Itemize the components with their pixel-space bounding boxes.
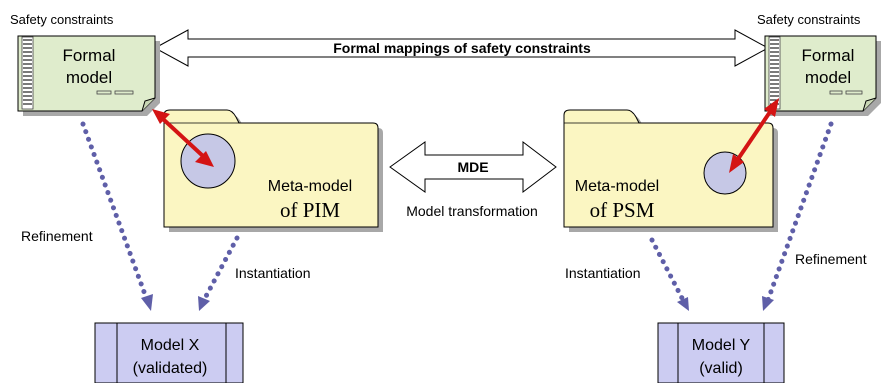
model-y-line1: Model Y [692,337,751,354]
right-safety-constraints-label: Safety constraints [757,12,861,27]
left-formal-model-note [17,35,160,116]
model-x-line2: (validated) [133,360,208,377]
left-refinement-label: Refinement [21,228,93,244]
left-red-link-arrow [152,109,214,167]
left-spiral-binding [21,36,34,110]
right-formal-model-line2: model [805,68,851,87]
psm-meta-model-line1: Meta-model [575,178,659,195]
right-instantiation-arrow [649,237,689,311]
model-y-line2: (valid) [699,360,743,377]
psm-meta-model-line2: of PSM [590,198,655,222]
model-x-box [94,322,244,383]
right-refinement-arrow [762,121,834,311]
right-spiral-binding [768,36,781,110]
mde-label: MDE [457,159,488,175]
left-formal-model-line1: Formal [63,46,116,65]
right-formal-model-line1: Formal [802,46,855,65]
left-instantiation-label: Instantiation [235,265,311,281]
pim-meta-model-line1: Meta-model [268,178,352,195]
pim-meta-model-folder [163,109,383,232]
formal-mappings-label: Formal mappings of safety constraints [333,40,591,56]
pim-meta-model-line2: of PIM [280,198,340,222]
mde-transformation-arrow [389,140,557,194]
psm-meta-model-folder [563,109,778,232]
right-red-link-arrow [729,98,779,173]
left-instantiation-arrow [198,235,240,311]
left-formal-model-line2: model [66,68,112,87]
right-formal-model-note [764,35,881,116]
model-x-line1: Model X [141,337,200,354]
left-safety-constraints-label: Safety constraints [10,12,114,27]
left-refinement-arrow [80,121,153,311]
right-instantiation-label: Instantiation [565,265,641,281]
right-refinement-label: Refinement [795,251,867,267]
model-y-box [657,322,785,383]
model-transformation-caption: Model transformation [406,203,538,219]
